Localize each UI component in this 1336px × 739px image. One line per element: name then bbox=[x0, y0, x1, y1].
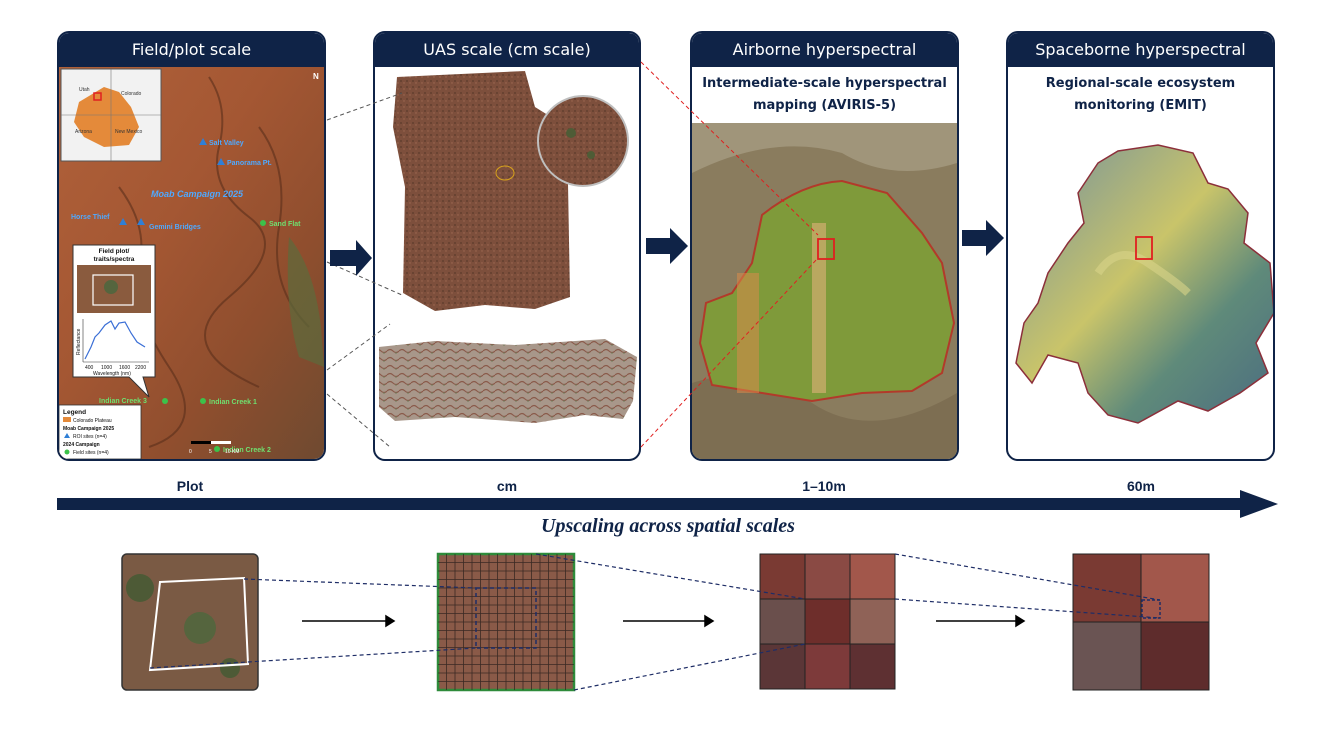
arrow-uas-to-airborne bbox=[646, 228, 688, 264]
callout-title-1: Field plot/ bbox=[99, 248, 130, 255]
scale-label-plot: Plot bbox=[176, 478, 204, 494]
scale-axis-arrow bbox=[57, 490, 1278, 518]
field-dot-ic2 bbox=[214, 446, 220, 452]
arrow-airborne-to-spaceborne bbox=[962, 220, 1004, 256]
uas-zoom-marker bbox=[495, 165, 515, 181]
panel-airborne-subtitle-1: Intermediate-scale hyperspectral bbox=[702, 76, 947, 91]
panel-spaceborne-subtitle-2: monitoring (EMIT) bbox=[1074, 98, 1207, 113]
uas-pixel-grid bbox=[436, 552, 576, 692]
zoom-line-1a bbox=[243, 578, 477, 589]
aviris-flightline-2 bbox=[812, 223, 826, 393]
panel-field-plot: Field/plot scale Utah Colorado Arizona N… bbox=[57, 31, 326, 461]
emit-map bbox=[1015, 144, 1273, 424]
inset-label-arizona: Arizona bbox=[75, 129, 92, 135]
zoom-line-2b bbox=[573, 643, 806, 691]
legend-title: Legend bbox=[63, 409, 86, 416]
site-label-salt-valley: Salt Valley bbox=[209, 140, 244, 147]
north-arrow: N bbox=[313, 72, 319, 81]
uas-orthomosaic bbox=[393, 71, 570, 311]
field-dot-ic1 bbox=[200, 398, 206, 404]
airborne-pixels bbox=[759, 553, 896, 690]
callout-plot-frame bbox=[92, 274, 134, 306]
scalebar-5: 5 bbox=[209, 449, 212, 455]
spaceborne-pixels bbox=[1072, 553, 1210, 691]
emit-study-box bbox=[1135, 236, 1153, 260]
panel-spaceborne-subtitle-1: Regional-scale ecosystem bbox=[1045, 76, 1236, 91]
roi-triangle-gemini bbox=[137, 218, 145, 225]
aviris-map bbox=[692, 123, 957, 459]
green-ridge bbox=[287, 237, 324, 367]
roi-triangle-salt-valley bbox=[199, 138, 207, 145]
spectra-xtick-1600: 1600 bbox=[119, 365, 130, 371]
site-label-horse-thief: Horse Thief bbox=[71, 214, 110, 221]
scale-label-cm: cm bbox=[496, 478, 518, 494]
uas-grid-highlight bbox=[475, 587, 537, 649]
scalebar-0: 0 bbox=[189, 449, 192, 455]
legend-moab: Moab Campaign 2025 bbox=[63, 426, 114, 432]
inset-study-box bbox=[93, 92, 102, 101]
map-legend bbox=[59, 404, 142, 459]
colorado-plateau-shape bbox=[74, 87, 139, 147]
field-dot-ic3 bbox=[162, 398, 168, 404]
zoom-line-2a bbox=[535, 553, 806, 600]
panel-airborne-title: Airborne hyperspectral bbox=[692, 33, 957, 67]
aviris-flightline-1 bbox=[737, 273, 759, 393]
spectra-xtick-400: 400 bbox=[85, 365, 94, 371]
zoom-line-3b bbox=[894, 598, 1161, 619]
legend-colorado: Colorado Plateau bbox=[73, 418, 112, 424]
field-map: Utah Colorado Arizona New Mexico N Salt … bbox=[59, 67, 324, 459]
scalebar-10: 10 KM bbox=[225, 449, 239, 455]
plot-photo bbox=[121, 553, 259, 691]
spectra-curve bbox=[84, 320, 146, 360]
axis-caption: Upscaling across spatial scales bbox=[541, 515, 795, 537]
site-label-panorama: Panorama Pt. bbox=[227, 160, 272, 167]
panel-spaceborne: Spaceborne hyperspectral Regional-scale … bbox=[1006, 31, 1275, 461]
spectra-xtick-1000: 1000 bbox=[101, 365, 112, 371]
inset-label-utah: Utah bbox=[79, 87, 90, 93]
field-dot-sand-flat bbox=[260, 220, 266, 226]
campaign-label: Moab Campaign 2025 bbox=[151, 189, 244, 199]
inset-label-new-mexico: New Mexico bbox=[115, 129, 142, 135]
legend-roi: ROI sites (n=4) bbox=[73, 434, 107, 440]
site-label-sand-flat: Sand Flat bbox=[269, 221, 301, 228]
legend-field: Field sites (n=4) bbox=[73, 450, 109, 456]
inset-label-colorado: Colorado bbox=[121, 91, 142, 97]
arrow-field-to-uas bbox=[330, 240, 372, 276]
roi-triangle-panorama bbox=[217, 158, 225, 165]
zoom-line-1b bbox=[149, 647, 477, 669]
uas-lidar-mosaic bbox=[379, 339, 637, 423]
aviris-study-box bbox=[817, 238, 835, 260]
panel-field-plot-title: Field/plot scale bbox=[59, 33, 324, 67]
legend-2024: 2024 Campaign bbox=[63, 442, 100, 448]
site-label-gemini: Gemini Bridges bbox=[149, 224, 201, 231]
spectra-xtick-2200: 2200 bbox=[135, 365, 146, 371]
site-label-ic3: Indian Creek 3 bbox=[99, 398, 147, 405]
roi-triangle-horse-thief bbox=[119, 218, 127, 225]
panel-airborne-subtitle-2: mapping (AVIRIS-5) bbox=[752, 98, 897, 113]
panel-airborne: Airborne hyperspectral Intermediate-scal… bbox=[690, 31, 959, 461]
scale-label-spaceborne: 60m bbox=[1126, 478, 1156, 494]
panel-spaceborne-title: Spaceborne hyperspectral bbox=[1008, 33, 1273, 67]
site-label-ic2: Indian Creek 2 bbox=[223, 447, 271, 454]
panel-uas: UAS scale (cm scale) bbox=[373, 31, 641, 461]
emit-scene bbox=[1015, 144, 1273, 424]
spaceborne-highlight bbox=[1141, 599, 1161, 619]
spectra-ylabel: Reflectance bbox=[76, 328, 82, 355]
callout-title-2: traits/spectra bbox=[94, 256, 135, 263]
uas-imagery bbox=[379, 71, 637, 423]
upscaling-schematic bbox=[121, 552, 1210, 692]
spectra-xlabel: Wavelength (nm) bbox=[93, 371, 131, 377]
uas-zoom-circle bbox=[537, 95, 629, 187]
scale-label-airborne: 1–10m bbox=[802, 478, 846, 494]
zoom-line-3a bbox=[894, 553, 1161, 601]
site-label-ic1: Indian Creek 1 bbox=[209, 399, 257, 406]
panel-uas-title: UAS scale (cm scale) bbox=[375, 33, 639, 67]
